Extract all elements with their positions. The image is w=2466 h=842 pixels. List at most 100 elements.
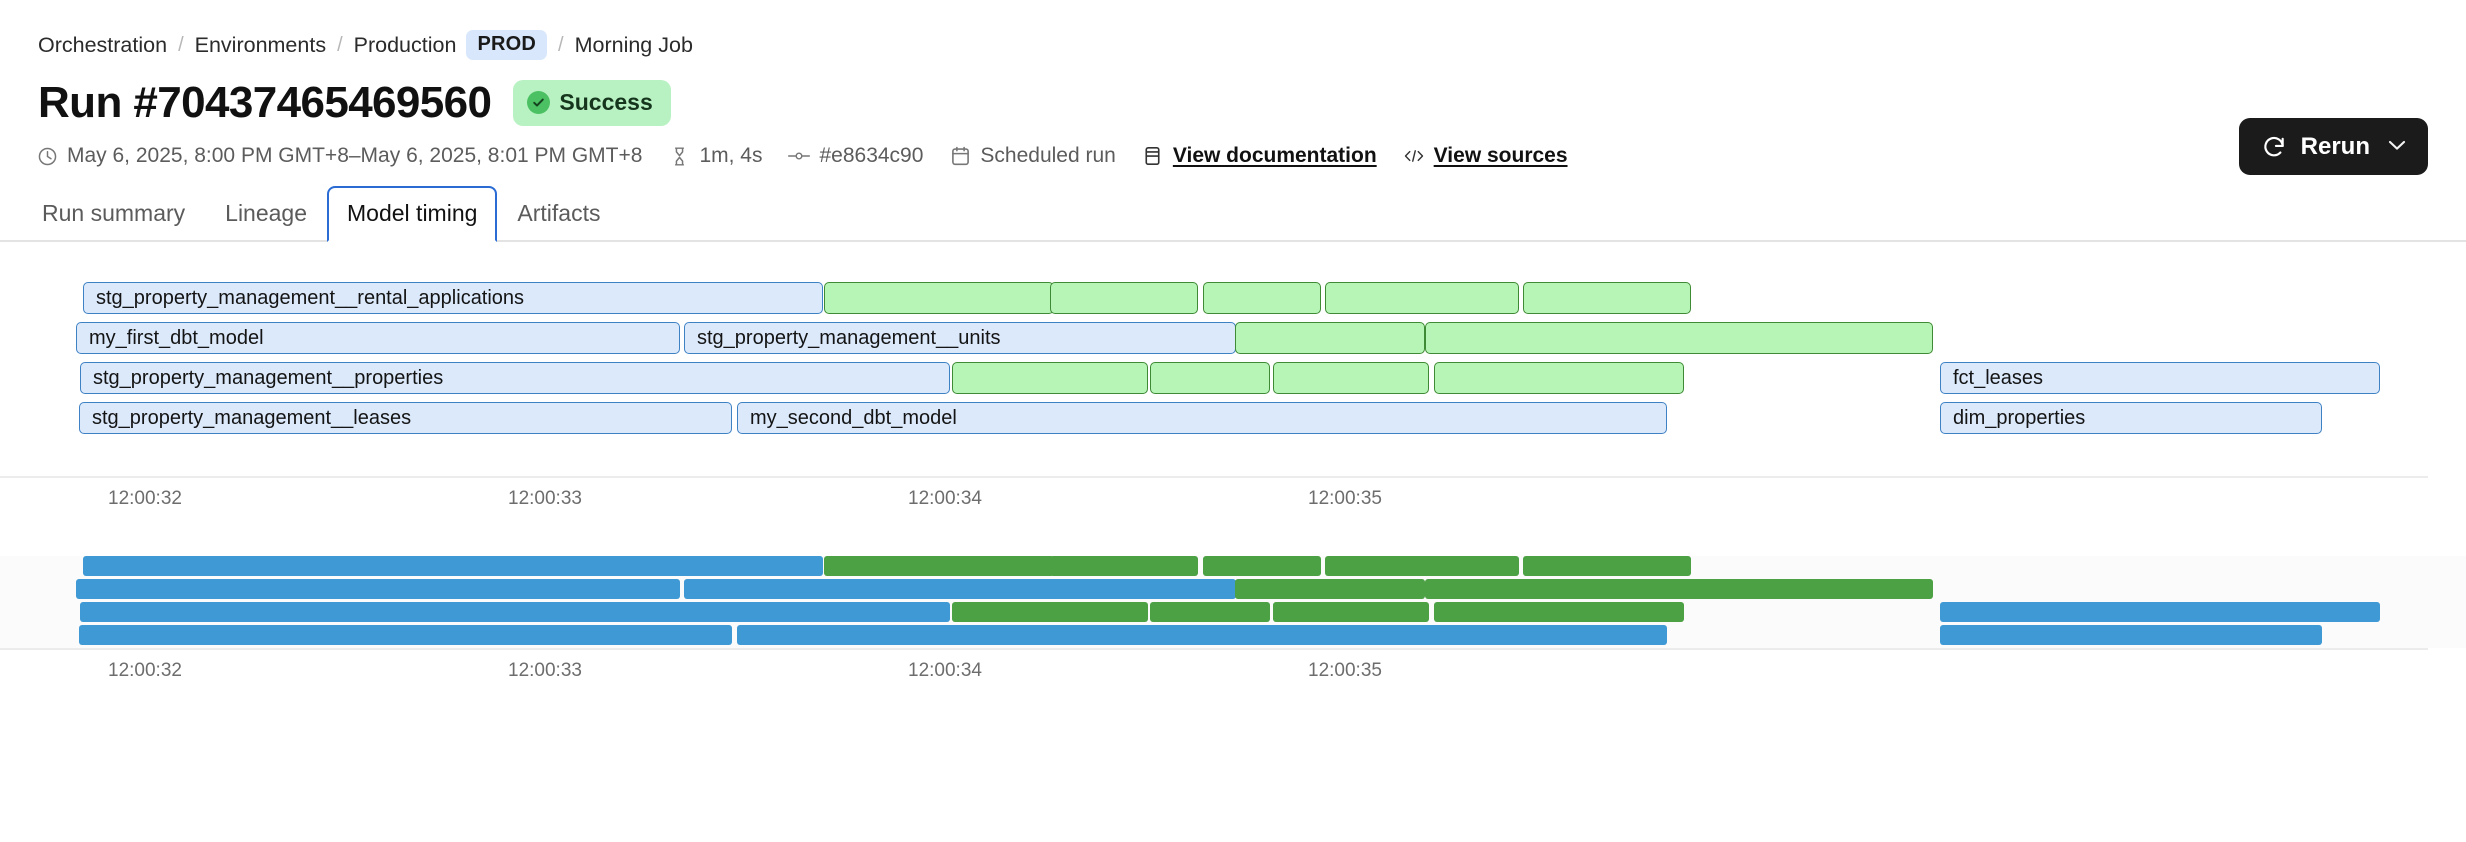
gantt-row: stg_property_management__leases my_second… bbox=[0, 402, 2466, 434]
meta-label: #e8634c90 bbox=[819, 144, 924, 167]
gantt-overview-bar[interactable] bbox=[1425, 579, 1933, 599]
gantt-bar-my_second_dbt_model[interactable]: my_second_dbt_model bbox=[737, 402, 1667, 434]
chevron-down-icon[interactable] bbox=[2388, 138, 2406, 156]
gantt-overview-row bbox=[0, 602, 2466, 622]
meta-code[interactable]: View sources bbox=[1403, 144, 1568, 168]
meta-commit: #e8634c90 bbox=[788, 144, 923, 168]
gantt-bar-step[interactable] bbox=[1273, 362, 1429, 394]
clock-icon bbox=[36, 145, 58, 167]
gantt-bar-step[interactable] bbox=[1235, 322, 1425, 354]
gantt-row: my_first_dbt_model stg_property_managemen… bbox=[0, 322, 2466, 354]
gantt-bar-step[interactable] bbox=[1523, 282, 1691, 314]
calendar-icon bbox=[949, 145, 971, 167]
gantt-overview-bar[interactable] bbox=[79, 625, 732, 645]
tab-lineage[interactable]: Lineage bbox=[225, 200, 308, 226]
meta-calendar: Scheduled run bbox=[949, 144, 1116, 168]
gantt-overview-bar[interactable] bbox=[1273, 602, 1429, 622]
gantt-bar-my_first_dbt_model[interactable]: my_first_dbt_model bbox=[76, 322, 680, 354]
gantt-overview-row bbox=[0, 556, 2466, 576]
gantt-overview-row bbox=[0, 625, 2466, 645]
breadcrumb-item-production[interactable]: Production bbox=[353, 32, 457, 57]
gantt-bar-label: stg_property_management__leases bbox=[92, 406, 412, 429]
tab-artifacts[interactable]: Artifacts bbox=[517, 200, 601, 226]
gantt-bar-step[interactable] bbox=[824, 282, 1054, 314]
breadcrumb-env-tag[interactable]: PROD bbox=[466, 30, 548, 60]
tab-model-timing[interactable]: Model timing bbox=[327, 186, 498, 242]
gantt-bar-stg_property_management__properties[interactable]: stg_property_management__properties bbox=[80, 362, 950, 394]
gantt-bar-step[interactable] bbox=[1150, 362, 1270, 394]
run-metadata: May 6, 2025, 8:00 PM GMT+8–May 6, 2025, … bbox=[0, 128, 2466, 168]
status-badge: Success bbox=[513, 80, 671, 126]
gantt-overview-bar[interactable] bbox=[1325, 556, 1519, 576]
gantt-overview-bar[interactable] bbox=[824, 556, 1054, 576]
hourglass-icon bbox=[668, 145, 690, 167]
axis-tick-label: 12:00:34 bbox=[908, 660, 982, 681]
gantt-overview-bar[interactable] bbox=[1050, 556, 1198, 576]
gantt-overview-row bbox=[0, 579, 2466, 599]
gantt-overview-bar[interactable] bbox=[1523, 556, 1691, 576]
rerun-button[interactable]: Rerun bbox=[2238, 118, 2428, 175]
tab-run-summary[interactable]: Run summary bbox=[42, 200, 186, 226]
gantt-overview-bar[interactable] bbox=[684, 579, 1236, 599]
gantt-row: stg_property_management__properties fct_l… bbox=[0, 362, 2466, 394]
meta-hourglass: 1m, 4s bbox=[668, 144, 762, 168]
time-axis-overview: 12:00:32 12:00:33 12:00:34 12:00:35 bbox=[0, 648, 2428, 688]
gantt-overview-bar[interactable] bbox=[1203, 556, 1321, 576]
axis-tick-label: 12:00:32 bbox=[108, 488, 182, 509]
meta-label[interactable]: View sources bbox=[1433, 144, 1568, 167]
gantt-overview-bar[interactable] bbox=[80, 602, 950, 622]
axis-tick-label: 12:00:35 bbox=[1308, 660, 1382, 681]
axis-tick-label: 12:00:33 bbox=[508, 488, 582, 509]
commit-icon bbox=[788, 145, 811, 167]
gantt-overview-bar[interactable] bbox=[952, 602, 1148, 622]
axis-tick-label: 12:00:33 bbox=[508, 660, 582, 681]
gantt-overview[interactable] bbox=[0, 556, 2466, 648]
gantt-overview-bar[interactable] bbox=[1434, 602, 1684, 622]
tab-bar: Run summary Lineage Model timing Artifacts bbox=[0, 186, 2466, 242]
check-circle-icon bbox=[527, 91, 551, 114]
gantt-bar-label: stg_property_management__properties bbox=[93, 366, 444, 389]
gantt-bar-label: stg_property_management__units bbox=[697, 326, 1001, 349]
meta-label: May 6, 2025, 8:00 PM GMT+8–May 6, 2025, … bbox=[67, 144, 643, 167]
gantt-bar-stg_property_management__units[interactable]: stg_property_management__units bbox=[684, 322, 1236, 354]
gantt-bar-step[interactable] bbox=[1050, 282, 1198, 314]
gantt-overview-bar[interactable] bbox=[1235, 579, 1425, 599]
gantt-bar-step[interactable] bbox=[1434, 362, 1684, 394]
gantt-bar-step[interactable] bbox=[952, 362, 1148, 394]
gantt-overview-bar[interactable] bbox=[1150, 602, 1270, 622]
gantt-row: stg_property_management__rental_applicat… bbox=[0, 282, 2466, 314]
gantt-bar-dim_properties[interactable]: dim_properties bbox=[1940, 402, 2322, 434]
book-icon bbox=[1142, 145, 1164, 167]
gantt-bar-label: dim_properties bbox=[1953, 406, 2086, 429]
breadcrumb-item-morning-job: Morning Job bbox=[574, 32, 693, 57]
meta-label[interactable]: View documentation bbox=[1172, 144, 1377, 167]
gantt-bar-step[interactable] bbox=[1203, 282, 1321, 314]
gantt-overview-bar[interactable] bbox=[83, 556, 823, 576]
meta-label: Scheduled run bbox=[980, 144, 1116, 167]
page-title: Run #70437465469560 bbox=[38, 78, 492, 127]
status-badge-label: Success bbox=[559, 89, 653, 115]
gantt-bar-label: my_first_dbt_model bbox=[89, 326, 264, 349]
gantt-overview-bar[interactable] bbox=[737, 625, 1667, 645]
code-icon bbox=[1403, 145, 1425, 167]
model-timing-chart: stg_property_management__rental_applicat… bbox=[0, 268, 2466, 688]
gantt-bar-stg_property_management__leases[interactable]: stg_property_management__leases bbox=[79, 402, 732, 434]
gantt-bar-stg_property_management__rental_applications[interactable]: stg_property_management__rental_applicat… bbox=[83, 282, 823, 314]
rerun-icon bbox=[2261, 134, 2287, 160]
gantt-bar-label: fct_leases bbox=[1953, 366, 2044, 389]
gantt-overview-bar[interactable] bbox=[76, 579, 680, 599]
gantt-bar-step[interactable] bbox=[1325, 282, 1519, 314]
gantt-overview-bar[interactable] bbox=[1940, 602, 2380, 622]
gantt-bar-label: stg_property_management__rental_applicat… bbox=[96, 286, 525, 309]
gantt-bar-fct_leases[interactable]: fct_leases bbox=[1940, 362, 2380, 394]
breadcrumb-separator: / bbox=[337, 33, 343, 56]
meta-book[interactable]: View documentation bbox=[1142, 144, 1377, 168]
gantt-overview-bar[interactable] bbox=[1940, 625, 2322, 645]
breadcrumb-item-environments[interactable]: Environments bbox=[194, 32, 327, 57]
breadcrumb-item-orchestration[interactable]: Orchestration bbox=[38, 32, 168, 57]
gantt-bar-step[interactable] bbox=[1425, 322, 1933, 354]
meta-clock: May 6, 2025, 8:00 PM GMT+8–May 6, 2025, … bbox=[36, 144, 642, 168]
axis-tick-label: 12:00:32 bbox=[108, 660, 182, 681]
